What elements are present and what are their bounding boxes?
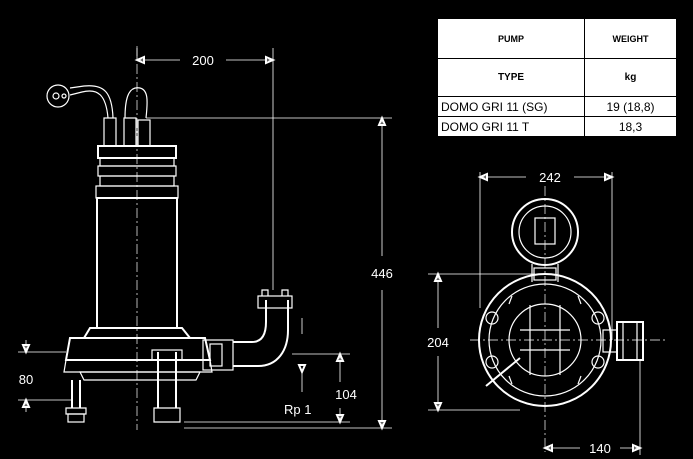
dim-top-width-label: 242 (539, 170, 561, 185)
header-weight: WEIGHT (584, 18, 677, 59)
dim-height-label: 446 (371, 266, 393, 281)
side-view-dimensions: 200 446 104 Rp 1 80 (18, 48, 393, 431)
header-unit: kg (584, 58, 677, 97)
dim-width-label: 200 (192, 53, 214, 68)
outlet-thread-label: Rp 1 (284, 402, 311, 417)
dim-foot-label: 80 (19, 372, 33, 387)
weight-cell: 18,3 (584, 116, 677, 137)
table-row: DOMO GRI 11 T 18,3 (436, 116, 677, 137)
dim-outlet-height-label: 104 (335, 387, 357, 402)
dim-top-depth-label: 204 (427, 335, 449, 350)
table-row: DOMO GRI 11 (SG) 19 (18,8) (436, 96, 677, 117)
top-view-dimensions: 242 204 140 (427, 170, 643, 456)
cable-coil (46, 84, 70, 108)
pump-top-view (470, 186, 665, 452)
header-pump: PUMP (436, 18, 586, 59)
pump-side-view (46, 46, 293, 430)
pump-type-cell: DOMO GRI 11 T (436, 116, 586, 137)
pump-type-cell: DOMO GRI 11 (SG) (436, 96, 586, 117)
pump-weight-table: PUMP WEIGHT TYPE kg DOMO GRI 11 (SG) 19 … (436, 18, 677, 137)
dim-offset-label: 140 (589, 441, 611, 456)
